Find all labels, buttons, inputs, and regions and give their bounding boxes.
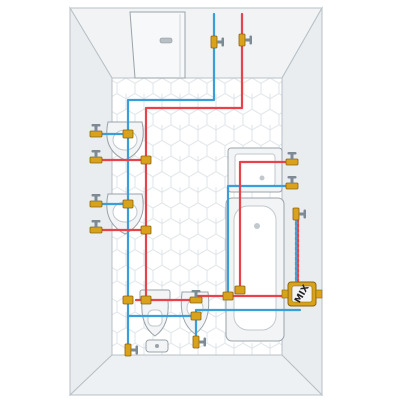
mixer-unit[interactable]: MIX <box>281 281 323 307</box>
hot-riser-pipe <box>144 12 244 302</box>
door-handle-icon[interactable] <box>159 37 173 44</box>
cold-shower-branch-pipe <box>226 184 292 298</box>
toilet[interactable] <box>139 289 171 337</box>
floor-drain <box>145 339 169 353</box>
bathtub[interactable] <box>225 197 285 342</box>
tee-fitting-icon <box>122 295 134 305</box>
tee-fitting-icon <box>140 295 152 305</box>
tee-fitting-icon <box>222 291 234 301</box>
bathtub-drain-icon <box>254 223 260 229</box>
tee-fitting-icon <box>140 225 152 235</box>
door[interactable] <box>129 11 186 79</box>
tee-fitting-icon <box>234 285 246 295</box>
tee-fitting-icon <box>122 129 134 139</box>
tee-fitting-icon <box>190 311 202 321</box>
hot-shower-branch-pipe <box>238 160 292 292</box>
shower-cabinet[interactable] <box>227 147 283 193</box>
tee-fitting-icon <box>140 155 152 165</box>
floor-bottom-edge <box>68 354 324 396</box>
back-wall-top <box>69 7 323 79</box>
shower-drain-icon <box>259 175 265 181</box>
tee-fitting-icon <box>122 199 134 209</box>
